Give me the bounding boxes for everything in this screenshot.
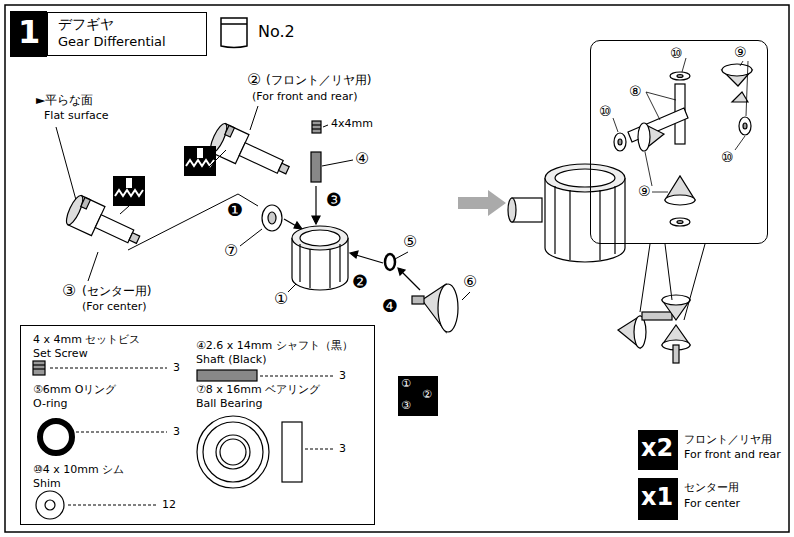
diff-parts [262, 121, 458, 332]
bag-outline [218, 14, 250, 50]
step-badge: ❸ [326, 190, 342, 211]
callout-number: ① [274, 290, 288, 308]
usage-ja: センター用 [684, 482, 739, 495]
part-name-en: Shim [33, 478, 61, 491]
usage-ja: フロント／リヤ用 [684, 434, 772, 447]
note-en: Flat surface [44, 110, 109, 123]
note-ja: ►平らな面 [36, 94, 93, 108]
step-number-box: 1 [10, 11, 47, 57]
callout-number: ③ [62, 282, 76, 300]
step-badge: ❶ [227, 200, 243, 221]
part-use-ja: (センター用) [82, 285, 151, 299]
part-name-ja: ⑦8 x 16mm ベアリング [196, 384, 320, 397]
usage-en: For center [684, 498, 740, 511]
title-en: Gear Differential [58, 35, 166, 50]
dimension: 4x4mm [331, 118, 373, 131]
flow-arrow [458, 190, 506, 216]
callout-number: ② [247, 71, 261, 89]
quantity: x2 [641, 435, 673, 463]
callout-number: ⑩ [599, 103, 612, 119]
part-name-en: Set Screw [33, 348, 88, 361]
parts-list-box: 4 x 4mm セットビスSet Screw 3 ⑤6mm OリングO-ring 3 ⑩… [20, 325, 375, 525]
quantity-badge: x1センター用For center [638, 478, 678, 520]
part-qty: 3 [339, 370, 346, 383]
callout-number: ⑦ [224, 242, 238, 260]
callout-number: ⑧ [629, 83, 642, 99]
inset-gears [614, 64, 752, 226]
bag-icon: No.2 [218, 14, 250, 50]
step-number: 1 [18, 14, 40, 51]
part-name-ja: ⑩4 x 10mm シム [33, 464, 124, 477]
part-qty: 12 [162, 499, 176, 512]
part-name-ja: 4 x 4mm セットビス [33, 334, 140, 347]
bag-number: No.2 [258, 23, 295, 41]
step-title-box: デフギヤ Gear Differential [47, 12, 207, 56]
part-use-en: (For center) [82, 301, 147, 314]
title-ja: デフギヤ [58, 16, 114, 32]
callout-number: ⑩ [670, 45, 683, 61]
inset-number-leaders [613, 58, 748, 192]
callout-number: ⑨ [638, 183, 651, 199]
part-name-en: O-ring [33, 398, 67, 411]
order-number: ① [401, 378, 411, 391]
callout-number: ⑨ [734, 44, 747, 60]
callout-number: ⑤ [403, 233, 417, 251]
callout-number: ④ [355, 150, 369, 168]
part-qty: 3 [339, 443, 346, 456]
leader-lines [56, 106, 470, 300]
part-use-en: (For front and rear) [252, 91, 357, 104]
order-number: ② [422, 389, 432, 402]
callout-number: ⑥ [463, 273, 477, 291]
part-name-en: Ball Bearing [196, 398, 262, 411]
step-badge: ❷ [352, 272, 368, 293]
callout-number: ⑩ [721, 149, 734, 165]
part-name-en: Shaft (Black) [196, 354, 267, 367]
part-qty: 3 [173, 362, 180, 375]
mesh-icon [113, 146, 226, 214]
front-rear-outdrive [207, 122, 294, 185]
part-use-ja: (フロント／リヤ用) [266, 74, 371, 88]
step-badge: ❹ [382, 296, 398, 317]
quantity-badge: x2フロント／リヤ用For front and rear [638, 430, 678, 470]
quantity: x1 [641, 484, 673, 512]
order-number: ③ [401, 400, 411, 413]
part-qty: 3 [173, 426, 180, 439]
usage-en: For front and rear [684, 449, 781, 462]
order-icon: ①②③ [398, 376, 438, 416]
assembled-diff [508, 164, 690, 363]
part-name-ja: ⑤6mm Oリング [33, 384, 116, 397]
part-name-ja: ④2.6 x 14mm シャフト（黒） [196, 340, 353, 353]
page-frame [5, 5, 789, 532]
inset-box: ⑩ ⑨ ⑧ ⑩ ⑩ ⑨ [590, 40, 768, 244]
inset-leaders [640, 244, 705, 320]
